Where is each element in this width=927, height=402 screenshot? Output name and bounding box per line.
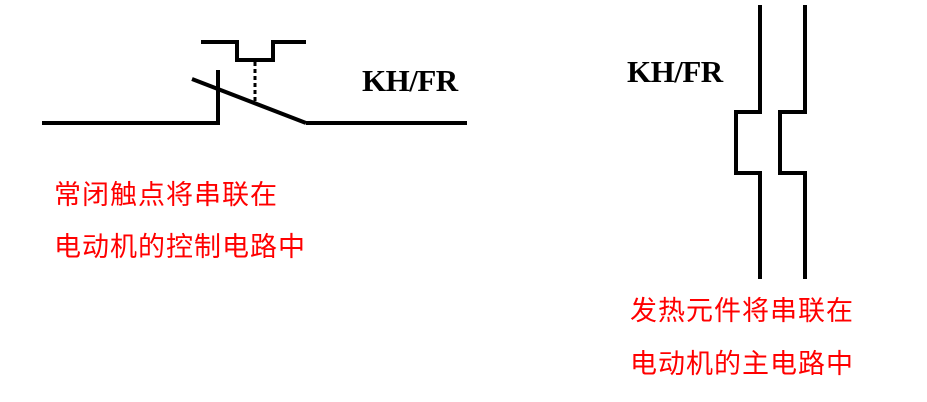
heater-line-2: [778, 5, 807, 279]
heater-description-line-1: 发热元件将串联在: [630, 296, 854, 327]
contact-description-line-1: 常闭触点将串联在: [54, 180, 278, 211]
heating-element-symbol: [734, 5, 807, 279]
heater-line-1: [734, 5, 762, 279]
thermal-actuator: [201, 40, 306, 62]
contact-description-line-2: 电动机的控制电路中: [54, 232, 306, 263]
heater-description-line-2: 电动机的主电路中: [630, 349, 854, 380]
heater-symbol-label: KH/FR: [627, 54, 723, 89]
moving-contact-blade: [191, 77, 307, 125]
contact-symbol-label: KH/FR: [362, 63, 458, 98]
nc-contact-symbol: [42, 40, 467, 125]
